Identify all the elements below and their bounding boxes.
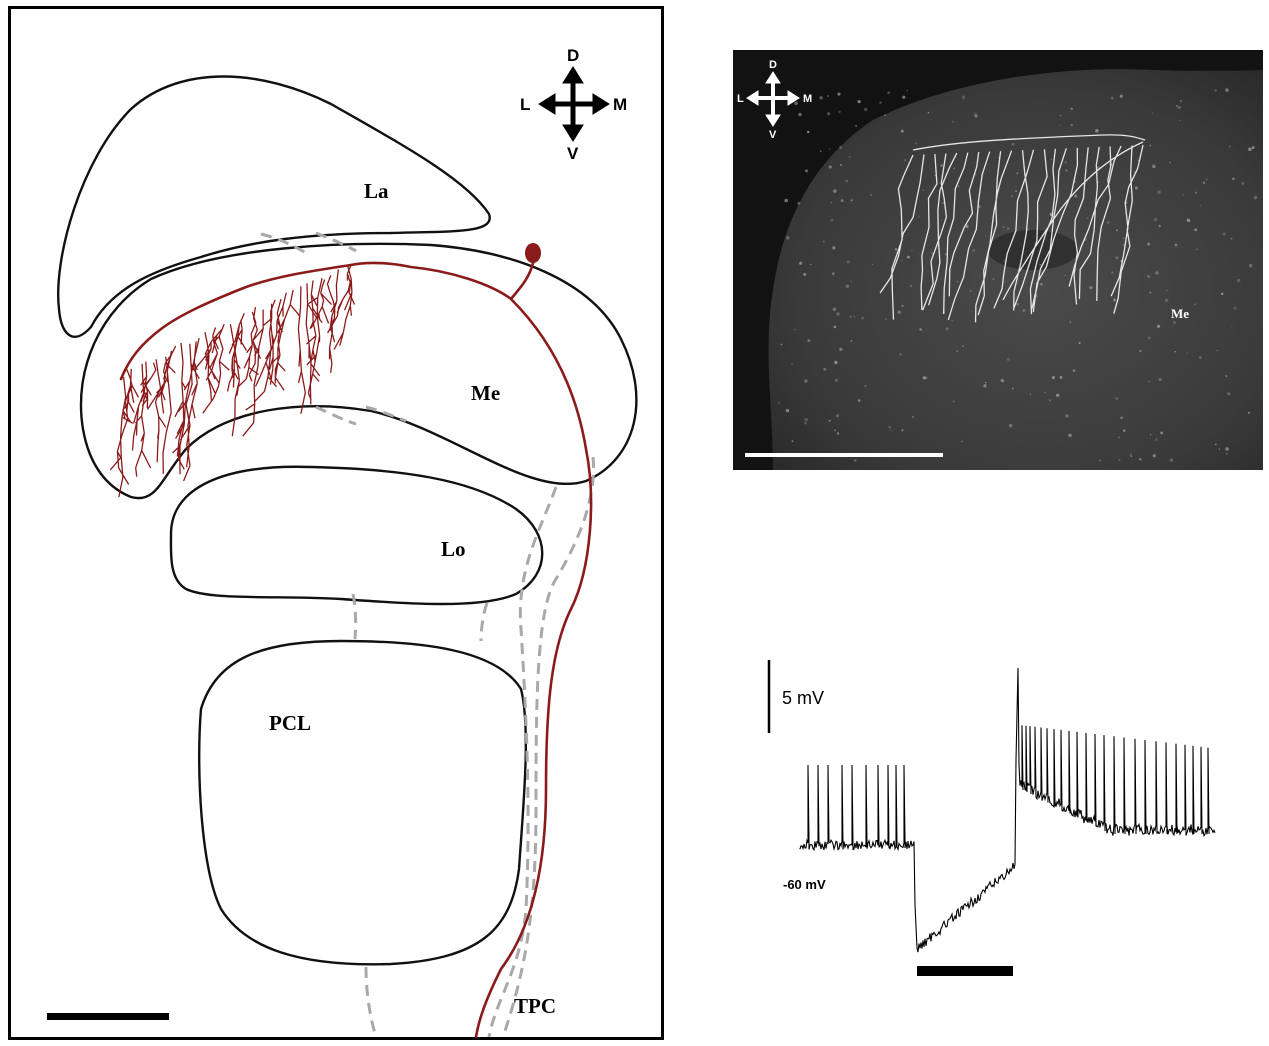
scale-bar	[47, 1013, 169, 1020]
current-step-bar	[917, 966, 1013, 976]
neuron-soma	[525, 243, 541, 263]
label-pcl: PCL	[269, 711, 311, 736]
tpc-tract-outer	[503, 457, 594, 1037]
compass-icon	[539, 67, 609, 141]
compass-lateral: L	[737, 93, 744, 105]
membrane-potential-trace	[800, 668, 1215, 952]
tract-lobula-pcl-left	[353, 594, 356, 639]
baseline-voltage-label: -60 mV	[783, 877, 826, 892]
compass-dorsal: D	[567, 46, 579, 65]
pcl-outline	[199, 641, 526, 964]
tract-pcl-bottom	[366, 967, 376, 1037]
compass-medial: M	[613, 95, 627, 114]
lobula-outline	[171, 467, 542, 604]
compass-medial: M	[803, 93, 812, 105]
neuron-dendritic-arbor	[110, 265, 354, 497]
voltage-trace-plot	[760, 650, 1230, 990]
micrograph-panel: D V L M Me	[733, 50, 1263, 470]
compass-dorsal: D	[769, 59, 777, 71]
tract-lobula-pcl-right	[481, 603, 487, 641]
label-lamina: La	[364, 179, 389, 204]
lamina-outline	[58, 77, 490, 337]
neuron-axon	[351, 263, 591, 1037]
compass-lateral: L	[520, 95, 530, 114]
schematic-panel: D V L M La Me Lo PCL TPC	[8, 6, 664, 1040]
label-lobula: Lo	[441, 537, 466, 562]
micrograph-image: D V L M Me	[733, 50, 1263, 470]
optic-lobe-diagram: D V L M	[11, 9, 667, 1043]
voltage-scale-label: 5 mV	[782, 688, 824, 709]
tract-medulla-lobula-left	[316, 407, 356, 424]
compass-ventral: V	[567, 144, 579, 163]
label-medulla: Me	[1171, 306, 1189, 321]
scale-bar	[745, 453, 943, 457]
label-medulla: Me	[471, 381, 500, 406]
voltage-trace-panel: 5 mV -60 mV	[760, 650, 1230, 990]
label-tpc: TPC	[514, 994, 556, 1019]
compass-ventral: V	[769, 129, 777, 141]
